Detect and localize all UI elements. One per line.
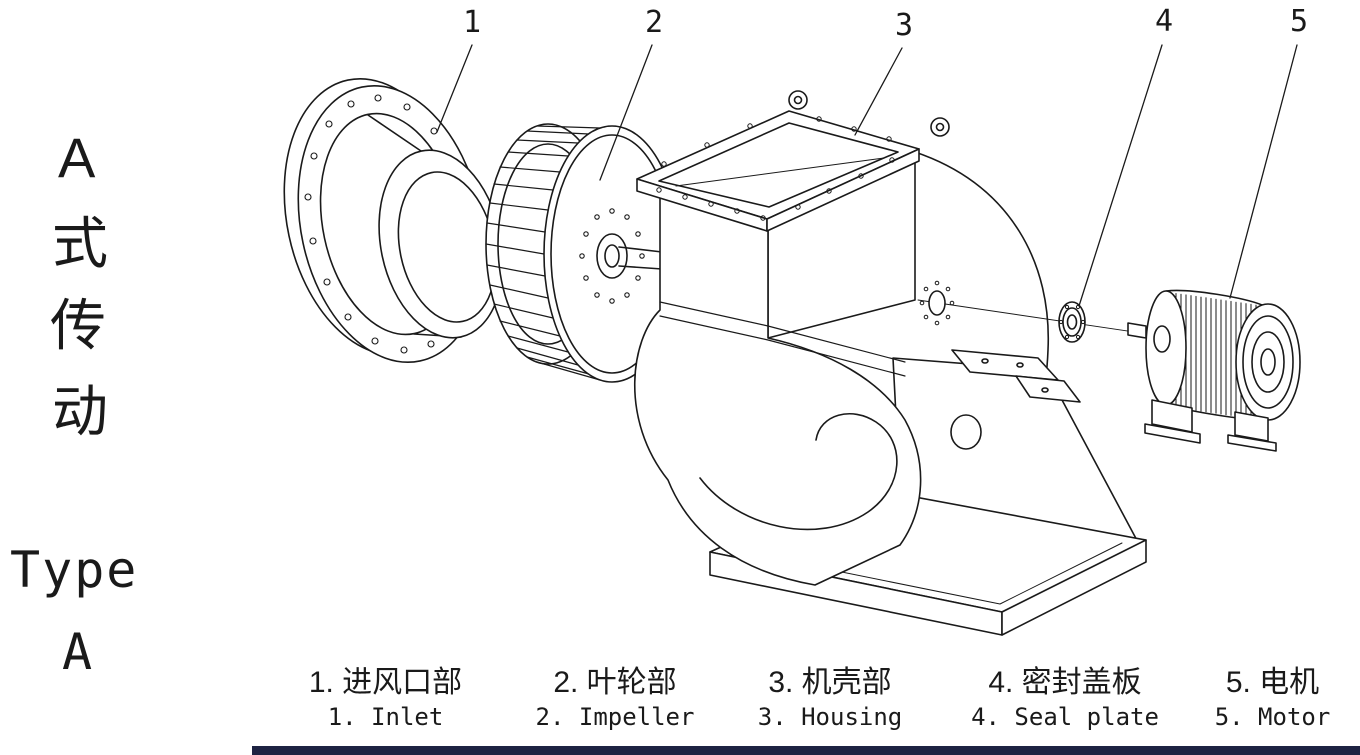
inlet-flange-right-edge xyxy=(766,148,920,232)
legend-zh-housing: 3. 机壳部 xyxy=(768,666,892,699)
housing-seam-line-1 xyxy=(659,301,906,363)
impeller-hub xyxy=(596,233,628,279)
seal-plate-part xyxy=(1058,301,1086,343)
callout-number-5: 5 xyxy=(1290,4,1309,39)
housing-seam-line-2 xyxy=(659,315,906,377)
legend-en-motor: 5. Motor xyxy=(1214,703,1331,731)
legend-en-inlet: 1. Inlet xyxy=(327,703,444,731)
legend-en-impeller: 2. Impeller xyxy=(535,703,695,731)
leader-lines xyxy=(436,44,1298,307)
footer-accent-bar xyxy=(252,746,1360,755)
callout-number-1: 1 xyxy=(463,5,482,40)
inlet-flange-opening xyxy=(658,122,899,208)
impeller-hub-bolts xyxy=(579,208,645,304)
housing-scroll-front-face xyxy=(634,195,922,586)
pedestal-hole xyxy=(950,414,982,450)
legend-en-seal-plate: 4. Seal plate xyxy=(971,703,1159,731)
scroll-spiral-line xyxy=(699,413,898,531)
legend-item-housing: 3. 机壳部 3. Housing xyxy=(730,664,930,732)
legend-item-inlet: 1. 进风口部 1. Inlet xyxy=(278,664,493,732)
legend-zh-seal-plate: 4. 密封盖板 xyxy=(988,666,1142,699)
leader-1 xyxy=(436,44,473,133)
side-title-char-shi: 式 xyxy=(52,212,108,275)
housing-shaft-hole-bolts xyxy=(919,280,955,326)
housing-part xyxy=(634,90,1147,636)
legend-zh-impeller: 2. 叶轮部 xyxy=(553,666,677,699)
side-title-char-a: A xyxy=(58,126,96,189)
legend-item-seal-plate: 4. 密封盖板 4. Seal plate xyxy=(950,664,1180,732)
motor-part xyxy=(1127,289,1301,452)
base-right-face xyxy=(1001,539,1147,636)
inlet-flange-bolts xyxy=(656,116,895,221)
impeller-blades xyxy=(485,125,601,381)
side-title-type-a: A xyxy=(62,623,95,681)
side-title-type: Type xyxy=(10,541,139,599)
leader-2 xyxy=(599,44,653,181)
callout-number-4: 4 xyxy=(1155,4,1174,39)
legend-zh-motor: 5. 电机 xyxy=(1225,666,1320,699)
seal-plate-bolts xyxy=(1058,304,1086,340)
motor-rear-endcap xyxy=(1235,303,1301,421)
leader-3 xyxy=(854,47,903,136)
side-title-char-chuan: 传 xyxy=(50,294,106,357)
inlet-part xyxy=(283,77,504,364)
leader-4 xyxy=(1078,44,1163,307)
legend-zh-inlet: 1. 进风口部 xyxy=(308,666,463,699)
callout-number-2: 2 xyxy=(645,5,664,40)
leader-5 xyxy=(1229,44,1298,299)
callout-number-3: 3 xyxy=(895,8,914,43)
lifting-lugs xyxy=(788,90,950,137)
motor-shaft xyxy=(1127,322,1147,339)
legend-item-impeller: 2. 叶轮部 2. Impeller xyxy=(515,664,715,732)
legend-item-motor: 5. 电机 5. Motor xyxy=(1180,664,1360,732)
housing-shaft-hole xyxy=(928,290,946,316)
side-title-char-dong: 动 xyxy=(52,380,108,443)
legend-en-housing: 3. Housing xyxy=(757,703,903,731)
